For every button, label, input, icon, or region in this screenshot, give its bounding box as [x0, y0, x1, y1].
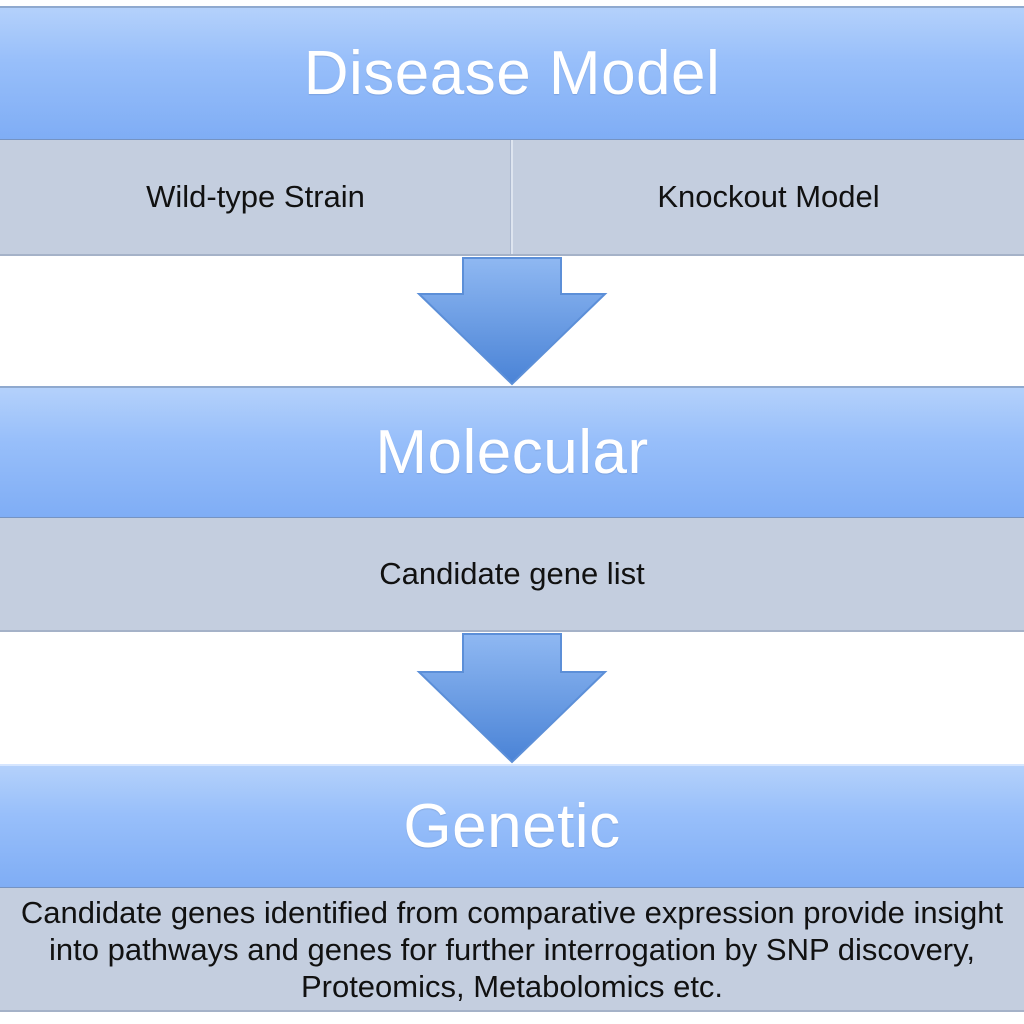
- stage-header-molecular: Molecular: [0, 386, 1024, 518]
- stage-title: Molecular: [375, 418, 649, 487]
- stage-panel-disease-model: Wild-type Strain Knockout Model: [0, 140, 1024, 256]
- stage-header-disease-model: Disease Model: [0, 6, 1024, 140]
- stage-panel-molecular: Candidate gene list: [0, 518, 1024, 632]
- stage-description: Candidate genes identified from comparat…: [20, 894, 1004, 1004]
- down-arrow-icon: [416, 257, 608, 386]
- item-wild-type-strain: Wild-type Strain: [146, 179, 365, 214]
- stage-title: Disease Model: [303, 39, 721, 108]
- item-candidate-gene-list: Candidate gene list: [379, 556, 645, 591]
- stage-header-genetic: Genetic: [0, 764, 1024, 888]
- panel-divider: [511, 140, 513, 254]
- stage-title: Genetic: [403, 792, 621, 861]
- item-knockout-model: Knockout Model: [657, 179, 880, 214]
- stage-panel-genetic: Candidate genes identified from comparat…: [0, 888, 1024, 1012]
- down-arrow-icon: [416, 633, 608, 764]
